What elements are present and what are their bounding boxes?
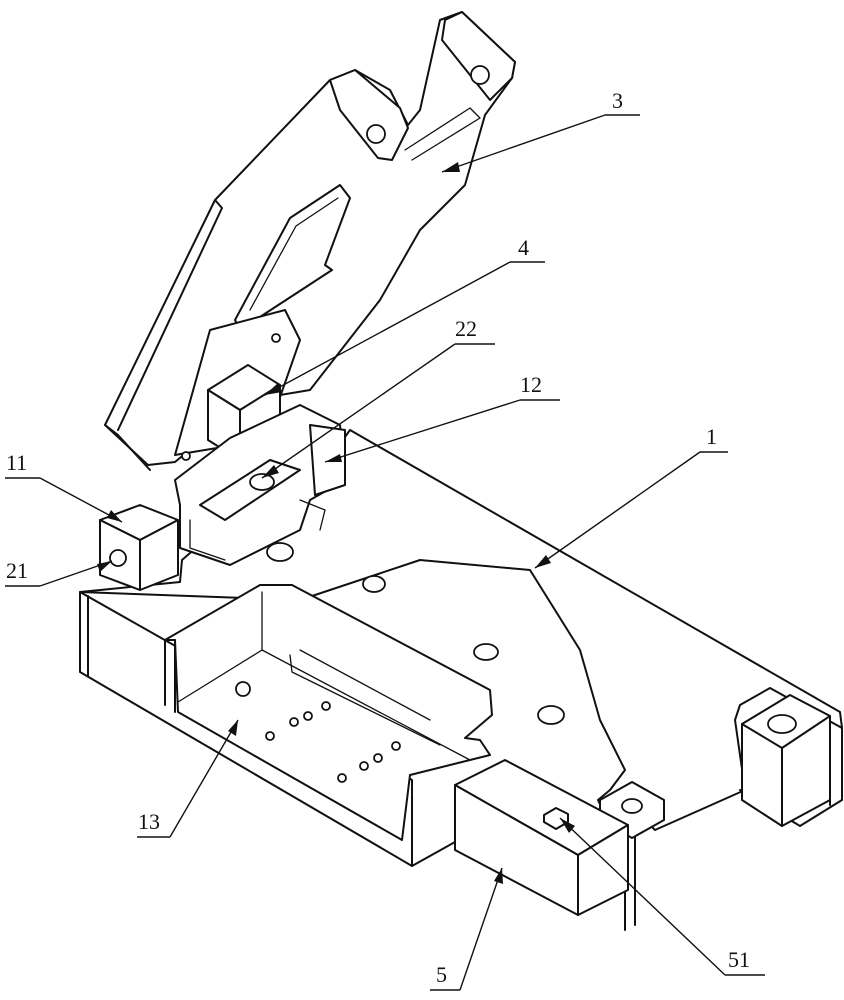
label-group-3: 3 — [441, 88, 640, 173]
pin-51 — [543, 807, 569, 830]
label-group-51: 51 — [559, 817, 765, 976]
label-group-12: 12 — [324, 372, 560, 463]
label-group-1: 1 — [534, 424, 728, 569]
label-group-4: 4 — [264, 235, 545, 396]
corner-block — [741, 694, 831, 827]
upper-plate — [104, 11, 516, 471]
label-group-22: 22 — [261, 316, 495, 479]
recess-hole — [359, 761, 369, 771]
recess-hole — [235, 681, 251, 697]
recess-hole — [265, 731, 275, 741]
label-4: 4 — [518, 235, 529, 260]
hole-21 — [109, 549, 127, 567]
label-51: 51 — [728, 947, 750, 972]
recess-hole — [289, 717, 299, 727]
recess-hole — [391, 741, 401, 751]
recess-hole — [373, 753, 383, 763]
recess-hole — [337, 773, 347, 783]
label-1: 1 — [706, 424, 717, 449]
part-11 — [99, 504, 179, 591]
label-21: 21 — [6, 558, 28, 583]
base-plate-holes — [266, 542, 565, 725]
label-group-11: 11 — [5, 450, 123, 523]
label-12: 12 — [520, 372, 542, 397]
hinge-bracket — [174, 404, 346, 566]
part-5 — [454, 759, 629, 916]
label-group-13: 13 — [137, 719, 239, 838]
recess-hole — [303, 711, 313, 721]
label-group-21: 21 — [5, 558, 113, 587]
recess-13 — [164, 584, 493, 841]
label-13: 13 — [138, 809, 160, 834]
label-3: 3 — [612, 88, 623, 113]
label-5: 5 — [436, 962, 447, 987]
label-22: 22 — [455, 316, 477, 341]
label-11: 11 — [6, 450, 27, 475]
label-group-5: 5 — [430, 867, 503, 991]
recess-hole — [321, 701, 331, 711]
